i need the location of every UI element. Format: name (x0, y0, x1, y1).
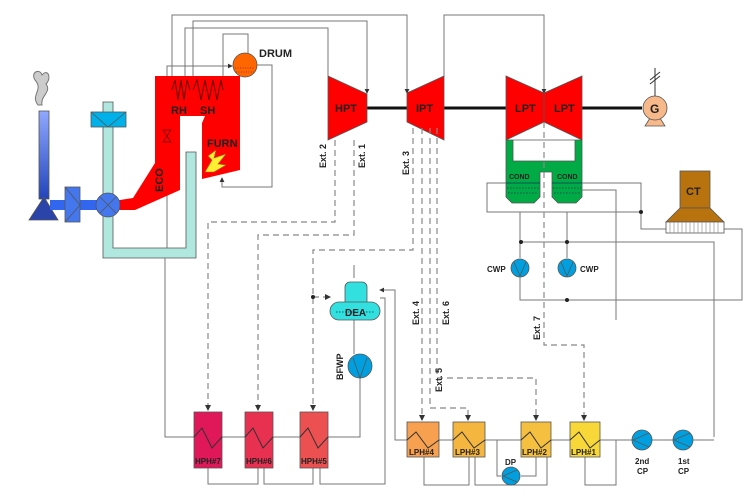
extraction-lines: Ext. 2 Ext. 1 Ext. 3 Ext. 4 Ext. 6 Ext. … (205, 122, 587, 421)
condenser: COND COND (505, 139, 583, 204)
ip-turbine: IPT (406, 75, 445, 141)
ext5-label: Ext. 5 (434, 368, 444, 392)
lpt-label-2: LPT (554, 103, 575, 115)
cwp-label-1: CWP (487, 265, 506, 274)
boiler-feed-pump: BFWP (335, 354, 373, 381)
cooling-tower: CT (665, 170, 725, 234)
sh-label: SH (200, 105, 215, 117)
eco-label: ECO (154, 168, 166, 192)
induced-draft-fan (64, 186, 81, 223)
dea-label: DEA (345, 308, 366, 319)
cw-pump-2: CWP (557, 258, 599, 278)
generator: G (642, 68, 668, 127)
ext6-label: Ext. 6 (441, 301, 451, 325)
hph5-label: HPH#5 (301, 457, 327, 466)
lph-3: LPH#3 (452, 421, 486, 458)
air-heater (95, 192, 121, 218)
cw-pump-1: CWP (487, 258, 530, 278)
ct-label: CT (686, 186, 701, 198)
cp2-label-line1: 2nd (635, 457, 649, 466)
forced-draft-fan (90, 111, 127, 128)
reheater-coil (171, 79, 191, 101)
deaerator: DEA (329, 281, 381, 321)
drain-pump: DP (501, 458, 521, 486)
dp-label: DP (505, 458, 517, 467)
condensate-pump-2: 2nd CP (631, 429, 653, 476)
hpt-label: HPT (335, 103, 357, 115)
ext4-label: Ext. 4 (411, 301, 421, 325)
cooling-water-lines (486, 182, 743, 437)
ext2-label: Ext. 2 (318, 144, 328, 168)
drum-label: DRUM (259, 48, 292, 60)
furn-label: FURN (207, 138, 238, 150)
cond-label-2: COND (557, 174, 578, 181)
condensate-pump-1: 1st CP (672, 429, 694, 476)
ext3-label: Ext. 3 (401, 151, 411, 175)
flame-icon (204, 149, 227, 173)
lpt-label-1: LPT (515, 103, 536, 115)
ext7-label: Ext. 7 (532, 316, 542, 340)
hph7-label: HPH#7 (195, 457, 221, 466)
drum: DRUM (232, 48, 292, 78)
hp-turbine: HPT (327, 75, 368, 141)
lph4-label: LPH#4 (409, 448, 434, 457)
boiler: RH SH FURN ECO (120, 76, 240, 210)
lp-turbine: LPT LPT (505, 75, 583, 141)
hph-6: HPH#6 (244, 411, 274, 469)
cp1-label-line2: CP (678, 467, 690, 476)
lph-4: LPH#4 (406, 421, 440, 458)
smoke-icon (33, 70, 50, 106)
cond-label-1: COND (509, 174, 530, 181)
bfwp-label: BFWP (335, 354, 345, 381)
cp2-label-line2: CP (637, 467, 649, 476)
lph-1: LPH#1 (569, 421, 601, 458)
generator-label: G (650, 102, 659, 116)
cp1-label-line1: 1st (678, 457, 690, 466)
lph2-label: LPH#2 (522, 448, 547, 457)
lph-2: LPH#2 (520, 421, 552, 458)
lph3-label: LPH#3 (455, 448, 480, 457)
rh-label: RH (171, 105, 187, 117)
hph-7: HPH#7 (193, 411, 223, 469)
superheater-coil (192, 78, 224, 101)
valve-icon (162, 129, 172, 143)
ipt-label: IPT (416, 103, 433, 115)
lph1-label: LPH#1 (571, 448, 596, 457)
flue-gas-duct (50, 200, 120, 210)
hph-5: HPH#5 (299, 411, 329, 469)
hph6-label: HPH#6 (246, 457, 272, 466)
stack (28, 70, 59, 221)
cwp-label-2: CWP (580, 265, 599, 274)
ext1-label: Ext. 1 (357, 144, 367, 168)
